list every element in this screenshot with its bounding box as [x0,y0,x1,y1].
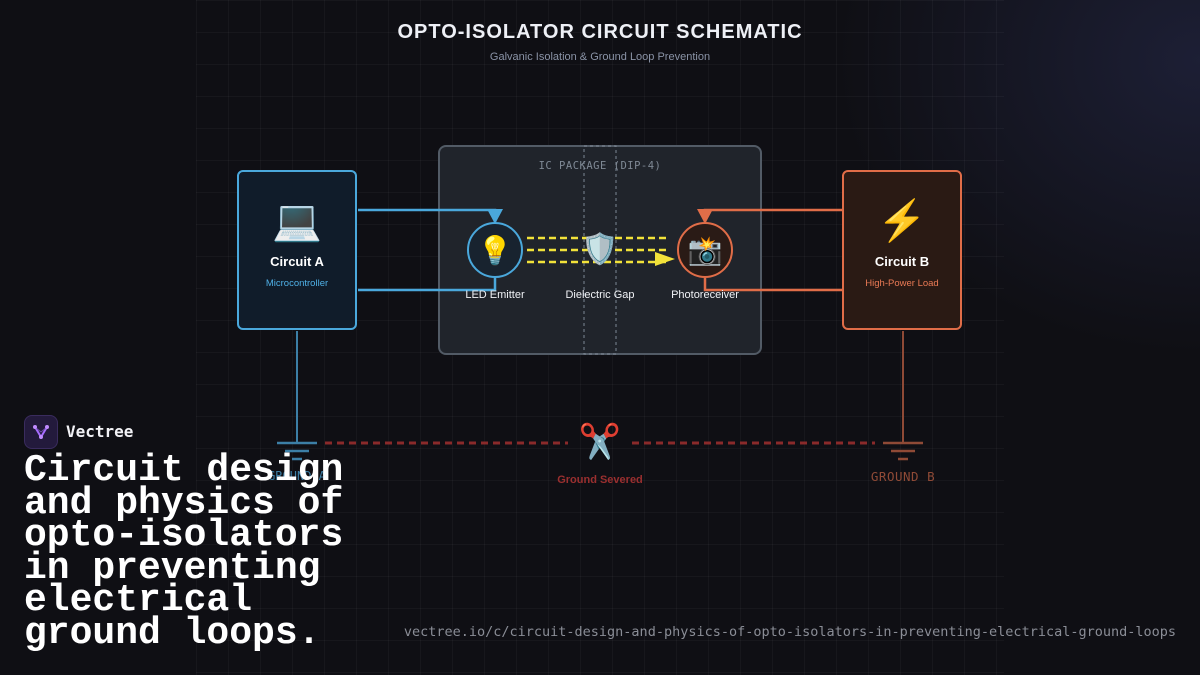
input-wire-bottom [358,278,497,292]
diagram-subtitle: Galvanic Isolation & Ground Loop Prevent… [489,51,711,63]
output-wire-top [703,208,842,222]
shield-icon: 🛡️ [581,233,619,266]
input-wire-top [358,208,497,222]
ground-b-label: GROUND B [870,469,936,484]
circuit-a-name: Circuit A [270,254,324,269]
article-url[interactable]: vectree.io/c/circuit-design-and-physics-… [403,624,1176,640]
ground-severed-label: Ground Severed [557,474,643,486]
input-current-arrow [487,209,503,224]
output-current-arrow [697,209,713,224]
circuit-a-card: 💻 Circuit A Microcontroller [237,170,357,330]
ic-package-label: IC PACKAGE (DIP-4) [538,160,662,172]
light-beam-arrow [655,252,675,266]
vectree-logo-icon [24,415,58,449]
article-headline: Circuit design and physics of opto-isola… [24,449,344,655]
scissors-icon: ✂️ [578,423,622,461]
led-emitter-node: 💡 [467,222,523,278]
output-wire-bottom [703,278,842,292]
circuit-b-card: ⚡ Circuit B High-Power Load [842,170,962,330]
led-emitter-label: LED Emitter [465,289,525,301]
photoreceiver-label: Photoreceiver [671,289,739,301]
dielectric-gap-label: Dielectric Gap [565,289,635,301]
circuit-b-name: Circuit B [874,254,930,269]
ground-a-label: GROUND A [268,469,326,483]
diagram-title: OPTO-ISOLATOR CIRCUIT SCHEMATIC [397,21,803,43]
brand-name: Vectree [66,422,134,441]
photoreceiver-node: 📸 [677,222,733,278]
camera-flash-icon: 📸 [687,235,723,266]
lightbulb-icon: 💡 [477,235,513,266]
circuit-b-role: High-Power Load [865,278,939,289]
circuit-a-role: Microcontroller [265,278,329,289]
dielectric-gap-node: 🛡️ [580,228,620,272]
lightning-icon: ⚡ [877,199,927,243]
laptop-icon: 💻 [272,199,322,243]
